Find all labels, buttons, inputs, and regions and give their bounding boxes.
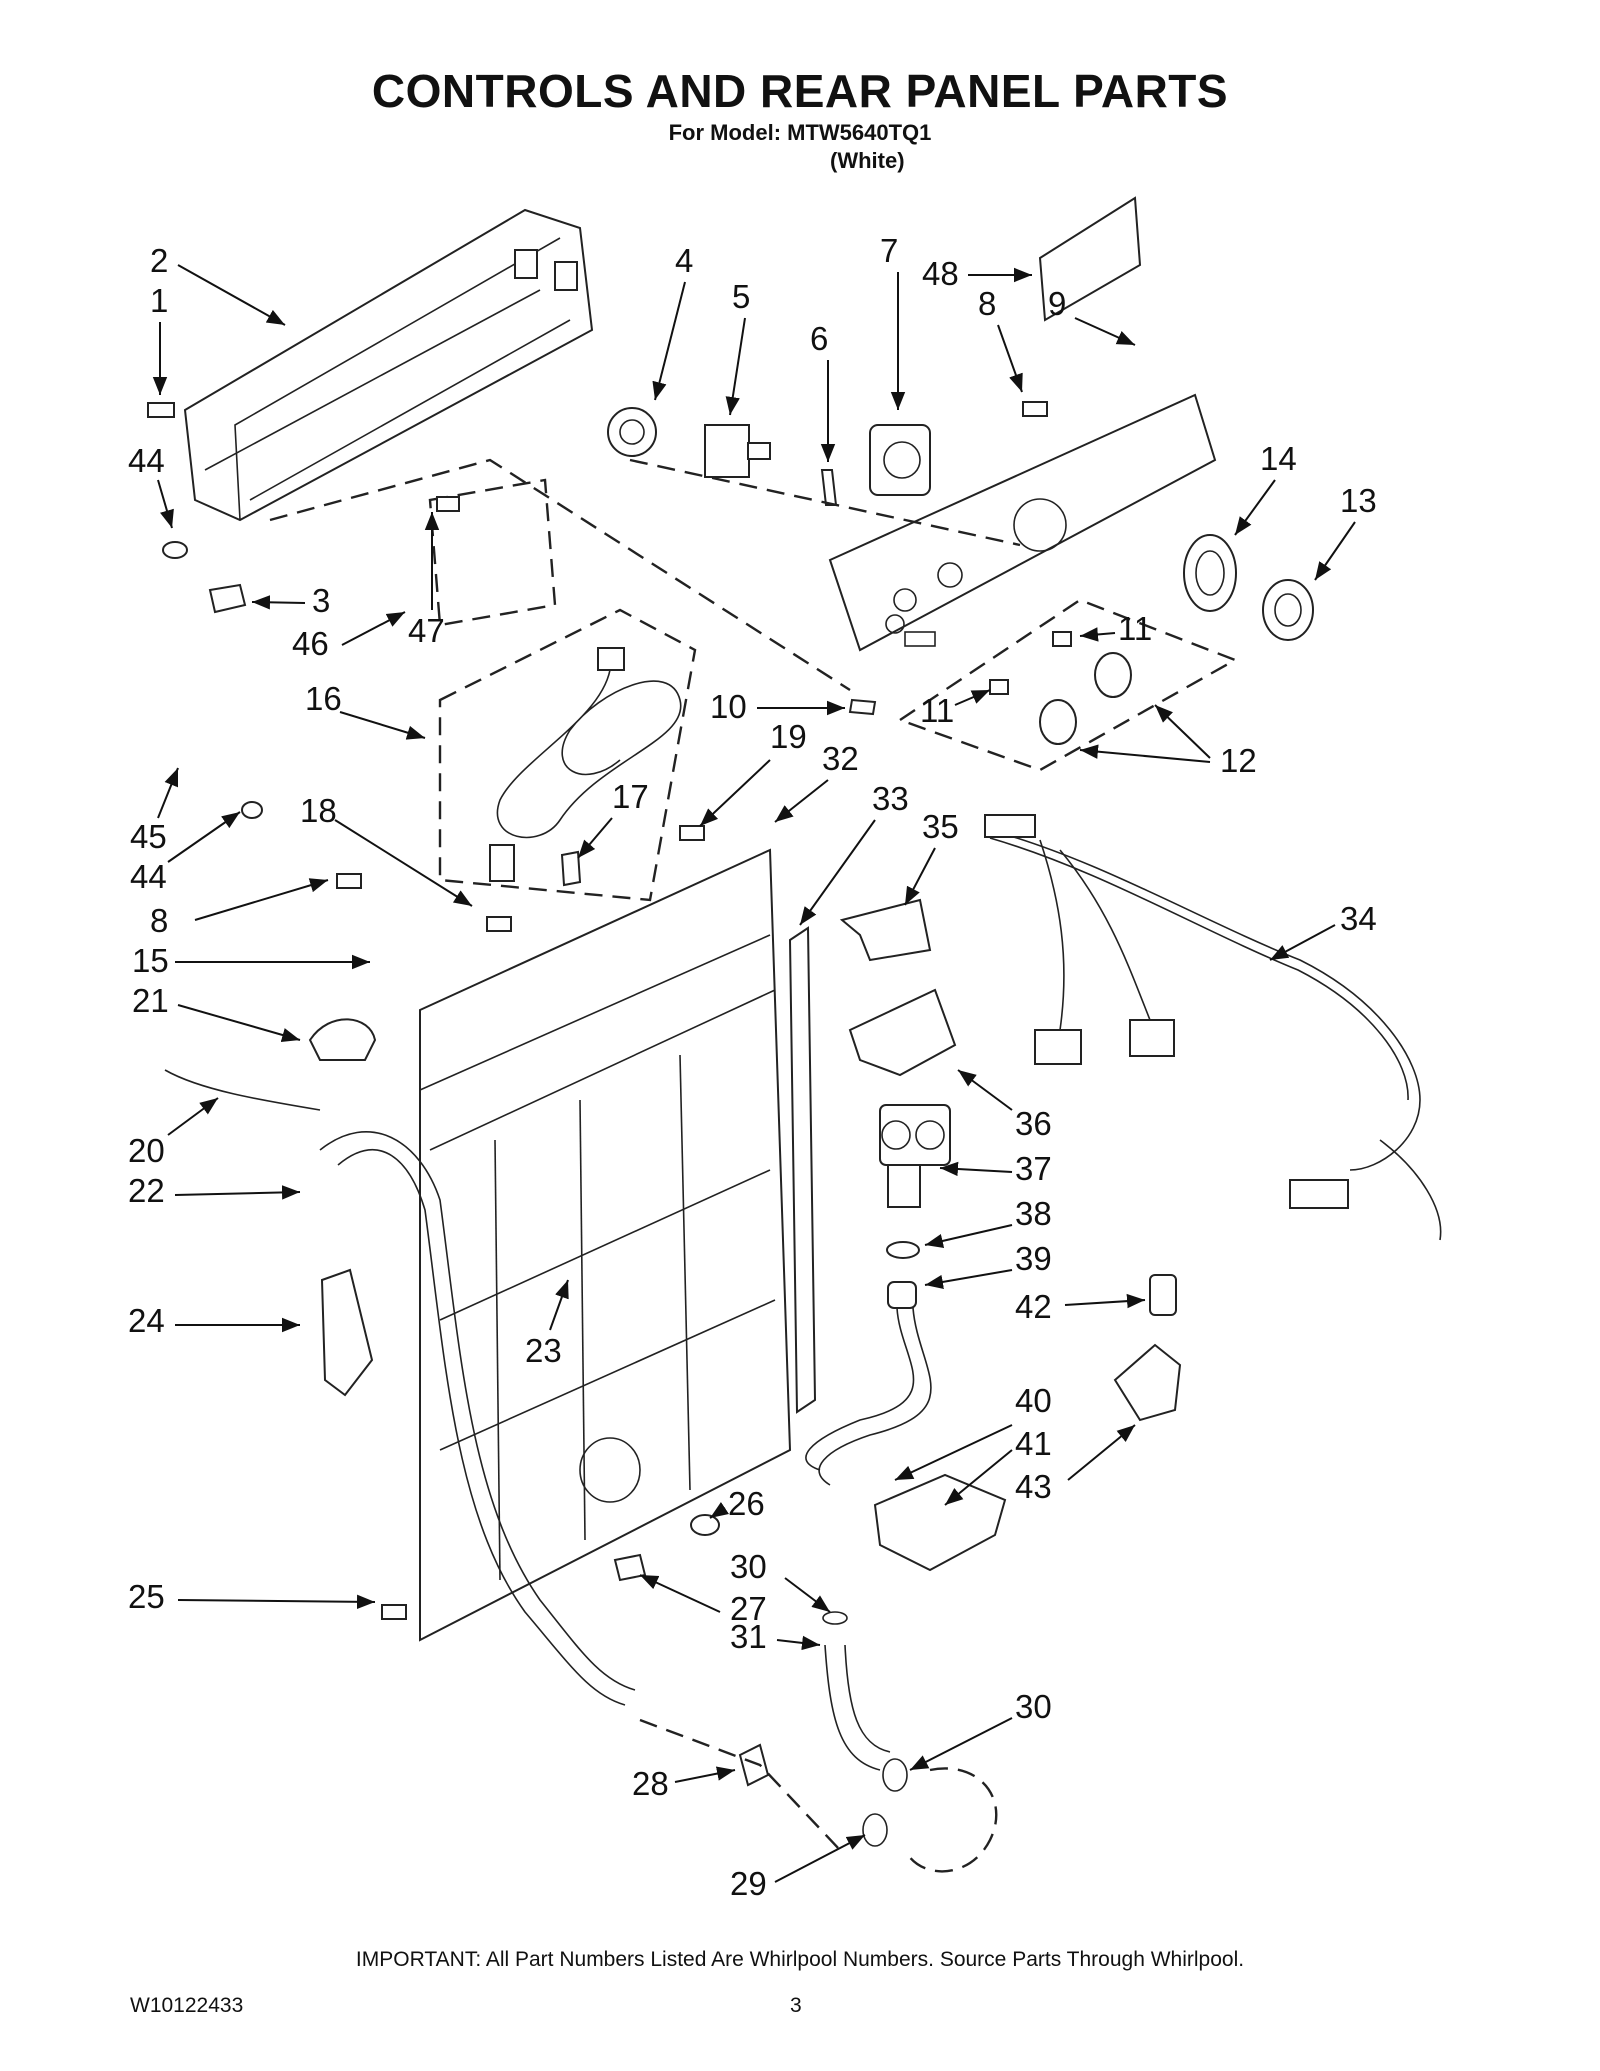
knobs [848, 534, 1314, 745]
callout-21: 21 [132, 982, 169, 1019]
dashed-group-12 [897, 598, 1238, 772]
label-sticker-part [1038, 196, 1142, 322]
callout-5: 5 [732, 278, 750, 315]
callout-17: 17 [612, 778, 649, 815]
control-panel-part [828, 393, 1217, 652]
pressure-switch-part [1113, 1274, 1182, 1422]
document-number: W10122433 [130, 1994, 244, 2017]
callout-24: 24 [128, 1302, 165, 1339]
callout-42: 42 [1015, 1288, 1052, 1325]
wire-harness-part [984, 814, 1442, 1241]
callout-3: 3 [312, 582, 330, 619]
callout-39: 39 [1015, 1240, 1052, 1277]
callout-45: 45 [130, 818, 167, 855]
console-part [183, 208, 594, 522]
callout-10: 10 [710, 688, 747, 725]
drain-hose-part [319, 1131, 636, 1706]
callout-47: 47 [408, 612, 445, 649]
callout-9: 9 [1048, 285, 1066, 322]
callout-41: 41 [1015, 1425, 1052, 1462]
callout-16: 16 [305, 680, 342, 717]
callout-44-bottom: 44 [130, 858, 167, 895]
dashed-leader-panel [629, 458, 1021, 547]
callout-38: 38 [1015, 1195, 1052, 1232]
bracket-24 [320, 1268, 374, 1397]
callout-28: 28 [632, 1765, 669, 1802]
callout-44-top: 44 [128, 442, 165, 479]
callout-27: 27 [730, 1590, 767, 1627]
model-variant: (White) [830, 148, 905, 173]
outlet-hose-part [639, 1611, 998, 1873]
callout-29: 29 [730, 1865, 767, 1902]
callout-15: 15 [132, 942, 169, 979]
callout-34: 34 [1340, 900, 1377, 937]
bracket-36 [848, 988, 957, 1077]
callout-30-right: 30 [1015, 1688, 1052, 1725]
fill-hose-part [805, 1241, 1007, 1572]
callout-36: 36 [1015, 1105, 1052, 1142]
callout-37: 37 [1015, 1150, 1052, 1187]
page-title: CONTROLS AND REAR PANEL PARTS [371, 65, 1229, 117]
rear-panel-part [419, 848, 792, 1642]
callout-8-left: 8 [150, 902, 168, 939]
callout-48: 48 [922, 255, 959, 292]
trim-strip-part [788, 926, 817, 1414]
callout-30-top: 30 [730, 1548, 767, 1585]
important-note: IMPORTANT: All Part Numbers Listed Are W… [355, 1948, 1245, 1971]
callout-11-left: 11 [920, 692, 954, 729]
callout-11-right: 11 [1118, 610, 1152, 647]
fasteners [147, 401, 1048, 1620]
callout-8-top: 8 [978, 285, 996, 322]
callout-labels: 2 1 44 3 46 47 4 5 6 7 48 8 9 14 13 11 1… [128, 232, 1377, 1902]
callout-19: 19 [770, 718, 807, 755]
callout-43: 43 [1015, 1468, 1052, 1505]
water-valve-part [879, 1104, 951, 1208]
callout-26: 26 [728, 1485, 765, 1522]
bracket-35 [839, 898, 932, 962]
control-components [607, 407, 931, 506]
model-line: For Model: MTW5640TQ1 [668, 120, 932, 145]
callout-4: 4 [675, 242, 693, 279]
dashed-leader-console [269, 458, 851, 692]
callout-46: 46 [292, 625, 329, 662]
dashed-group-47 [428, 478, 557, 627]
callout-1: 1 [150, 282, 168, 319]
callout-31: 31 [730, 1618, 767, 1655]
callout-25: 25 [128, 1578, 165, 1615]
callout-23: 23 [525, 1332, 562, 1369]
callout-7: 7 [880, 232, 898, 269]
callout-20: 20 [128, 1132, 165, 1169]
callout-40: 40 [1015, 1382, 1052, 1419]
callout-14: 14 [1260, 440, 1297, 477]
callout-2: 2 [150, 242, 168, 279]
page-number: 3 [790, 1994, 802, 2017]
callout-12: 12 [1220, 742, 1257, 779]
callout-35: 35 [922, 808, 959, 845]
callout-22: 22 [128, 1172, 165, 1209]
parts-artwork [147, 196, 1442, 1873]
callout-18: 18 [300, 792, 337, 829]
callout-13: 13 [1340, 482, 1377, 519]
power-cord-part [489, 647, 682, 887]
callout-32: 32 [822, 740, 859, 777]
callout-6: 6 [810, 320, 828, 357]
callout-33: 33 [872, 780, 909, 817]
